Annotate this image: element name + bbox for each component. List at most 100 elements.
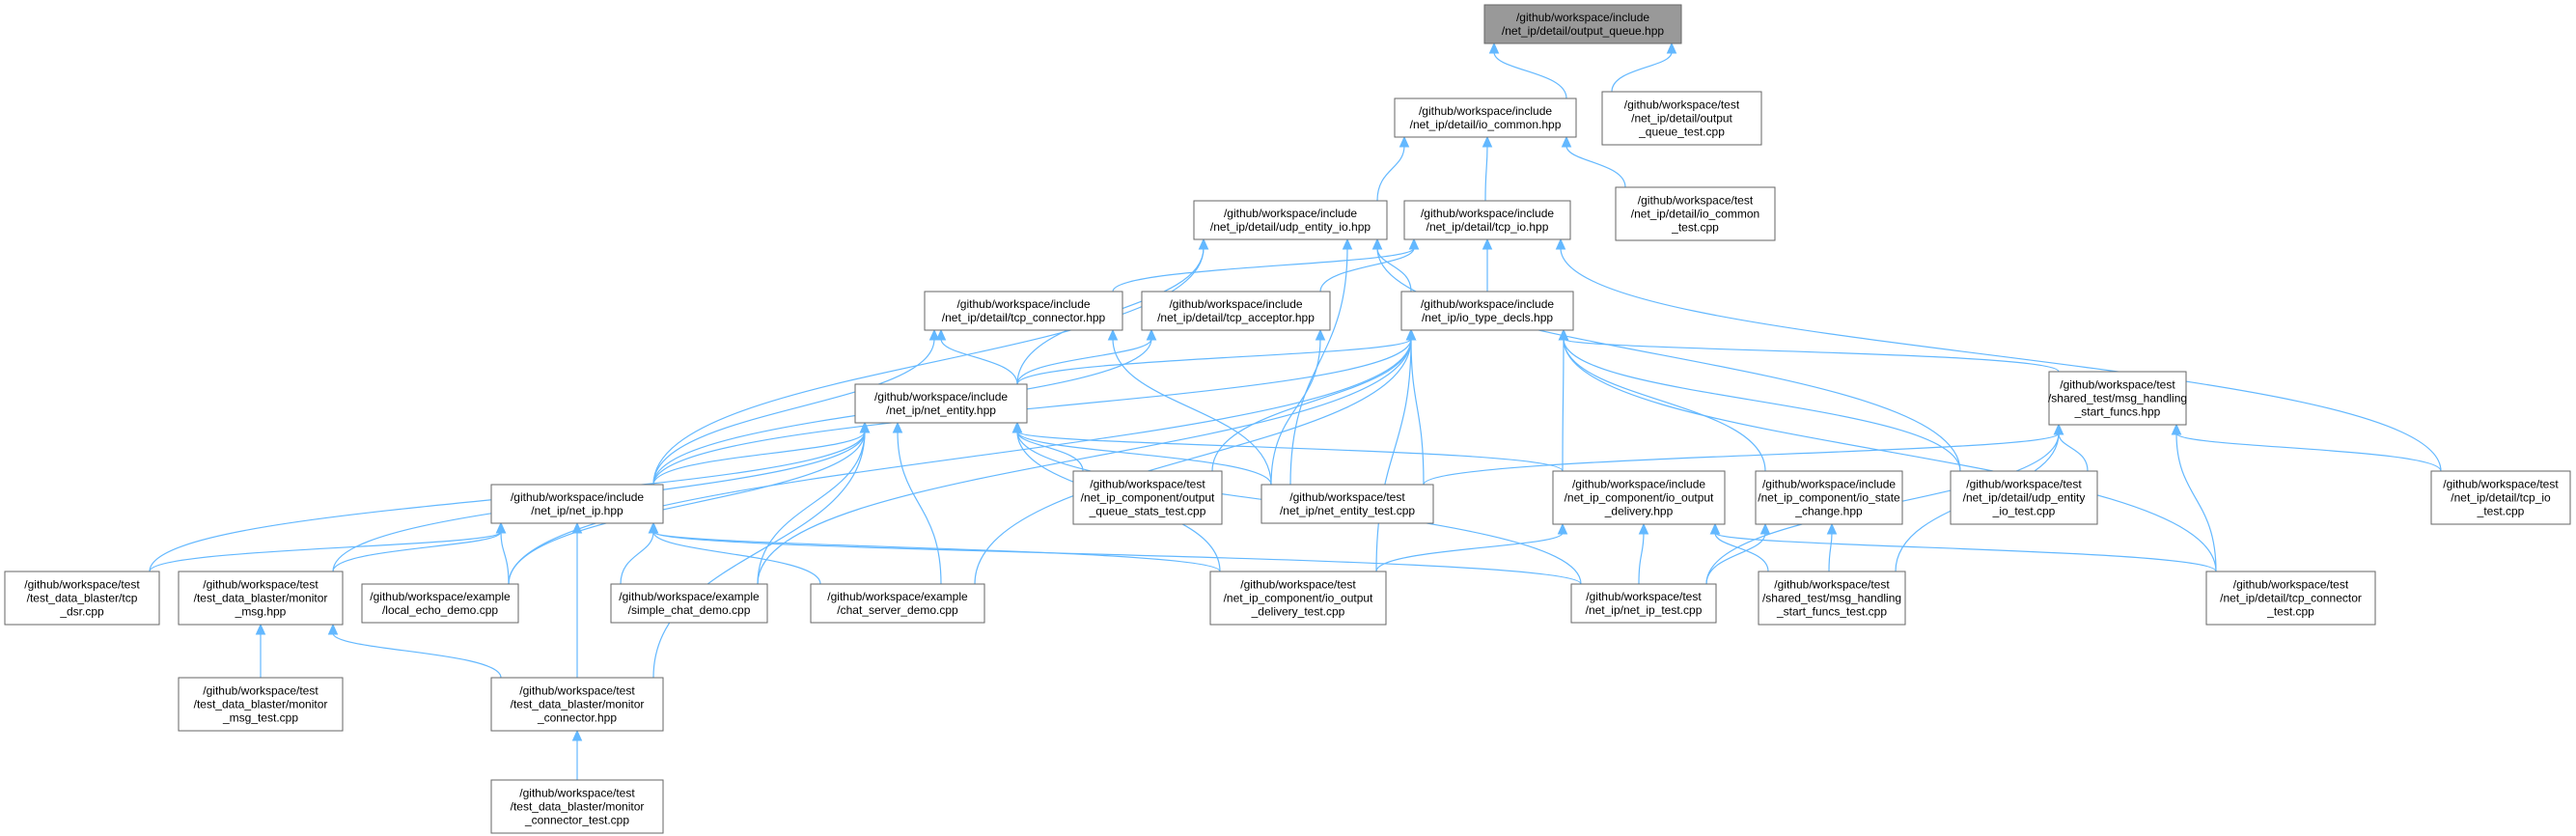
node-label-line: /simple_chat_demo.cpp	[628, 603, 751, 617]
node-monitor-connector-test[interactable]: /github/workspace/test/test_data_blaster…	[490, 779, 664, 834]
node-io-type-decls[interactable]: /github/workspace/include/net_ip/io_type…	[1400, 291, 1574, 331]
node-box	[1260, 484, 1434, 524]
node-simple-chat-demo[interactable]: /github/workspace/example/simple_chat_de…	[610, 583, 768, 624]
node-box	[2048, 371, 2187, 426]
node-label-line: /github/workspace/test	[1774, 578, 1890, 592]
node-udp-entity-io-test[interactable]: /github/workspace/test/net_ip/detail/udp…	[1950, 470, 2098, 525]
node-io-output-delivery-test[interactable]: /github/workspace/test/net_ip_component/…	[1209, 571, 1387, 626]
node-label-line: /github/workspace/test	[1966, 478, 2082, 491]
node-tcp-dsr[interactable]: /github/workspace/test/test_data_blaster…	[4, 571, 160, 626]
node-box	[1601, 91, 1762, 146]
node-output-queue[interactable]: /github/workspace/include/net_ip/detail/…	[1483, 4, 1682, 44]
node-io-state-change[interactable]: /github/workspace/include/net_ip_compone…	[1755, 470, 1903, 525]
node-label-line: /github/workspace/include	[1421, 207, 1554, 220]
node-box	[178, 677, 344, 732]
graph-edges	[149, 42, 2442, 780]
node-chat-server-demo[interactable]: /github/workspace/example/chat_server_de…	[810, 583, 985, 624]
node-msg-handling[interactable]: /github/workspace/test/shared_test/msg_h…	[2048, 371, 2187, 426]
node-label-line: /net_ip/detail/tcp_connector.hpp	[942, 311, 1106, 324]
node-label-line: /github/workspace/include	[1224, 207, 1357, 220]
edge-output-queue-test-to-output-queue	[1611, 42, 1677, 93]
node-monitor-msg[interactable]: /github/workspace/test/test_data_blaster…	[178, 571, 344, 626]
node-label-line: /chat_server_demo.cpp	[837, 603, 958, 617]
edge-monitor-msg-to-net-ip-hpp	[332, 521, 507, 572]
edge-net-entity-test-to-tcp-acceptor	[1270, 328, 1326, 486]
node-net-entity[interactable]: /github/workspace/include/net_ip/net_ent…	[854, 383, 1028, 424]
node-label-line: /net_ip/detail/output_queue.hpp	[1502, 24, 1664, 38]
edge-udp-entity-io-test-to-io-type-decls	[1558, 328, 1961, 472]
node-label-line: /net_ip/detail/tcp_io.hpp	[1426, 220, 1549, 234]
node-label-line: /github/workspace/include	[1421, 297, 1554, 311]
edge-tcp-connector-test-to-msg-handling	[2171, 423, 2217, 572]
node-label-line: /github/workspace/test	[2233, 578, 2349, 592]
node-label-line: /github/workspace/test	[1624, 98, 1740, 112]
node-label-line: /github/workspace/test	[1638, 194, 1754, 208]
node-local-echo-demo[interactable]: /github/workspace/example/local_echo_dem…	[361, 583, 519, 624]
node-label-line: /net_ip/io_type_decls.hpp	[1422, 311, 1553, 324]
node-io-common[interactable]: /github/workspace/include/net_ip/detail/…	[1394, 98, 1577, 138]
node-label-line: /net_ip/detail/io_common	[1631, 208, 1759, 221]
node-label-line: /net_ip/net_ip_test.cpp	[1586, 603, 1703, 617]
node-net-ip-hpp[interactable]: /github/workspace/include/net_ip/net_ip.…	[490, 484, 664, 524]
node-label-line: _start_funcs_test.cpp	[1776, 605, 1887, 619]
node-label-line: /net_ip_component/io_state	[1758, 491, 1900, 505]
node-box	[1950, 470, 2098, 525]
node-label-line: _queue_test.cpp	[1638, 125, 1725, 139]
node-label-line: _queue_stats_test.cpp	[1089, 505, 1206, 518]
edge-local-echo-demo-to-io-type-decls	[508, 328, 1417, 585]
edge-udp-entity-io-to-io-common	[1376, 135, 1410, 202]
node-label-line: /github/workspace/include	[511, 490, 644, 504]
edge-msg-handling-test-to-io-state-change	[1826, 522, 1838, 572]
edge-net-entity-test-to-tcp-connector	[1107, 328, 1272, 486]
node-msg-handling-test[interactable]: /github/workspace/test/shared_test/msg_h…	[1758, 571, 1906, 626]
node-tcp-acceptor[interactable]: /github/workspace/include/net_ip/detail/…	[1141, 291, 1331, 331]
node-box	[1403, 200, 1571, 240]
node-output-queue-stats-test[interactable]: /github/workspace/test/net_ip_component/…	[1072, 470, 1223, 525]
node-tcp-io-test[interactable]: /github/workspace/test/net_ip/detail/tcp…	[2430, 470, 2571, 525]
node-label-line: _change.hpp	[1794, 505, 1863, 518]
node-output-queue-test[interactable]: /github/workspace/test/net_ip/detail/out…	[1601, 91, 1762, 146]
node-label-line: /net_ip/detail/udp_entity_io.hpp	[1210, 220, 1371, 234]
edge-net-ip-test-to-io-output-delivery	[1638, 522, 1649, 585]
node-box	[361, 583, 519, 624]
node-label-line: /github/workspace/test	[519, 684, 635, 698]
node-box	[1483, 4, 1682, 44]
node-io-common-test[interactable]: /github/workspace/test/net_ip/detail/io_…	[1615, 186, 1776, 241]
edge-io-common-to-output-queue	[1488, 42, 1567, 99]
edge-net-entity-to-io-type-decls	[1016, 328, 1417, 385]
node-tcp-connector-test[interactable]: /github/workspace/test/net_ip/detail/tcp…	[2205, 571, 2376, 626]
node-net-entity-test[interactable]: /github/workspace/test/net_ip/net_entity…	[1260, 484, 1434, 524]
node-box	[490, 677, 664, 732]
node-box	[1615, 186, 1776, 241]
node-monitor-msg-test[interactable]: /github/workspace/test/test_data_blaster…	[178, 677, 344, 732]
node-io-output-delivery[interactable]: /github/workspace/include/net_ip_compone…	[1552, 470, 1726, 525]
node-box	[854, 383, 1028, 424]
edge-io-output-delivery-test-to-net-ip-hpp	[648, 521, 1221, 572]
edge-tcp-connector-test-to-io-output-delivery	[1709, 522, 2217, 572]
edge-monitor-connector-to-monitor-msg	[327, 623, 502, 679]
node-label-line: /github/workspace/test	[519, 787, 635, 800]
node-monitor-connector[interactable]: /github/workspace/test/test_data_blaster…	[490, 677, 664, 732]
node-tcp-connector[interactable]: /github/workspace/include/net_ip/detail/…	[924, 291, 1123, 331]
edge-monitor-connector-to-net-ip-hpp	[571, 521, 583, 678]
node-box	[2205, 571, 2376, 626]
node-label-line: /test_data_blaster/monitor	[511, 698, 645, 711]
node-box	[490, 779, 664, 834]
node-box	[924, 291, 1123, 331]
node-box	[610, 583, 768, 624]
node-tcp-io[interactable]: /github/workspace/include/net_ip/detail/…	[1403, 200, 1571, 240]
node-label-line: _test.cpp	[2266, 605, 2314, 619]
edge-msg-handling-test-to-io-output-delivery	[1709, 522, 1769, 572]
edge-net-ip-hpp-to-tcp-connector	[652, 328, 940, 486]
node-net-ip-test[interactable]: /github/workspace/test/net_ip/net_ip_tes…	[1570, 583, 1717, 624]
edge-net-ip-test-to-io-state-change	[1705, 522, 1771, 585]
edge-net-entity-to-tcp-connector	[935, 328, 1018, 385]
node-label-line: /net_ip/detail/tcp_acceptor.hpp	[1157, 311, 1315, 324]
edge-chat-server-demo-to-net-ip-hpp	[648, 521, 821, 585]
node-box	[1552, 470, 1726, 525]
node-udp-entity-io[interactable]: /github/workspace/include/net_ip/detail/…	[1193, 200, 1388, 240]
node-box	[178, 571, 344, 626]
node-label-line: _connector.hpp	[537, 711, 617, 725]
node-box	[1400, 291, 1574, 331]
node-label-line: /net_ip/detail/udp_entity	[1963, 491, 2086, 505]
